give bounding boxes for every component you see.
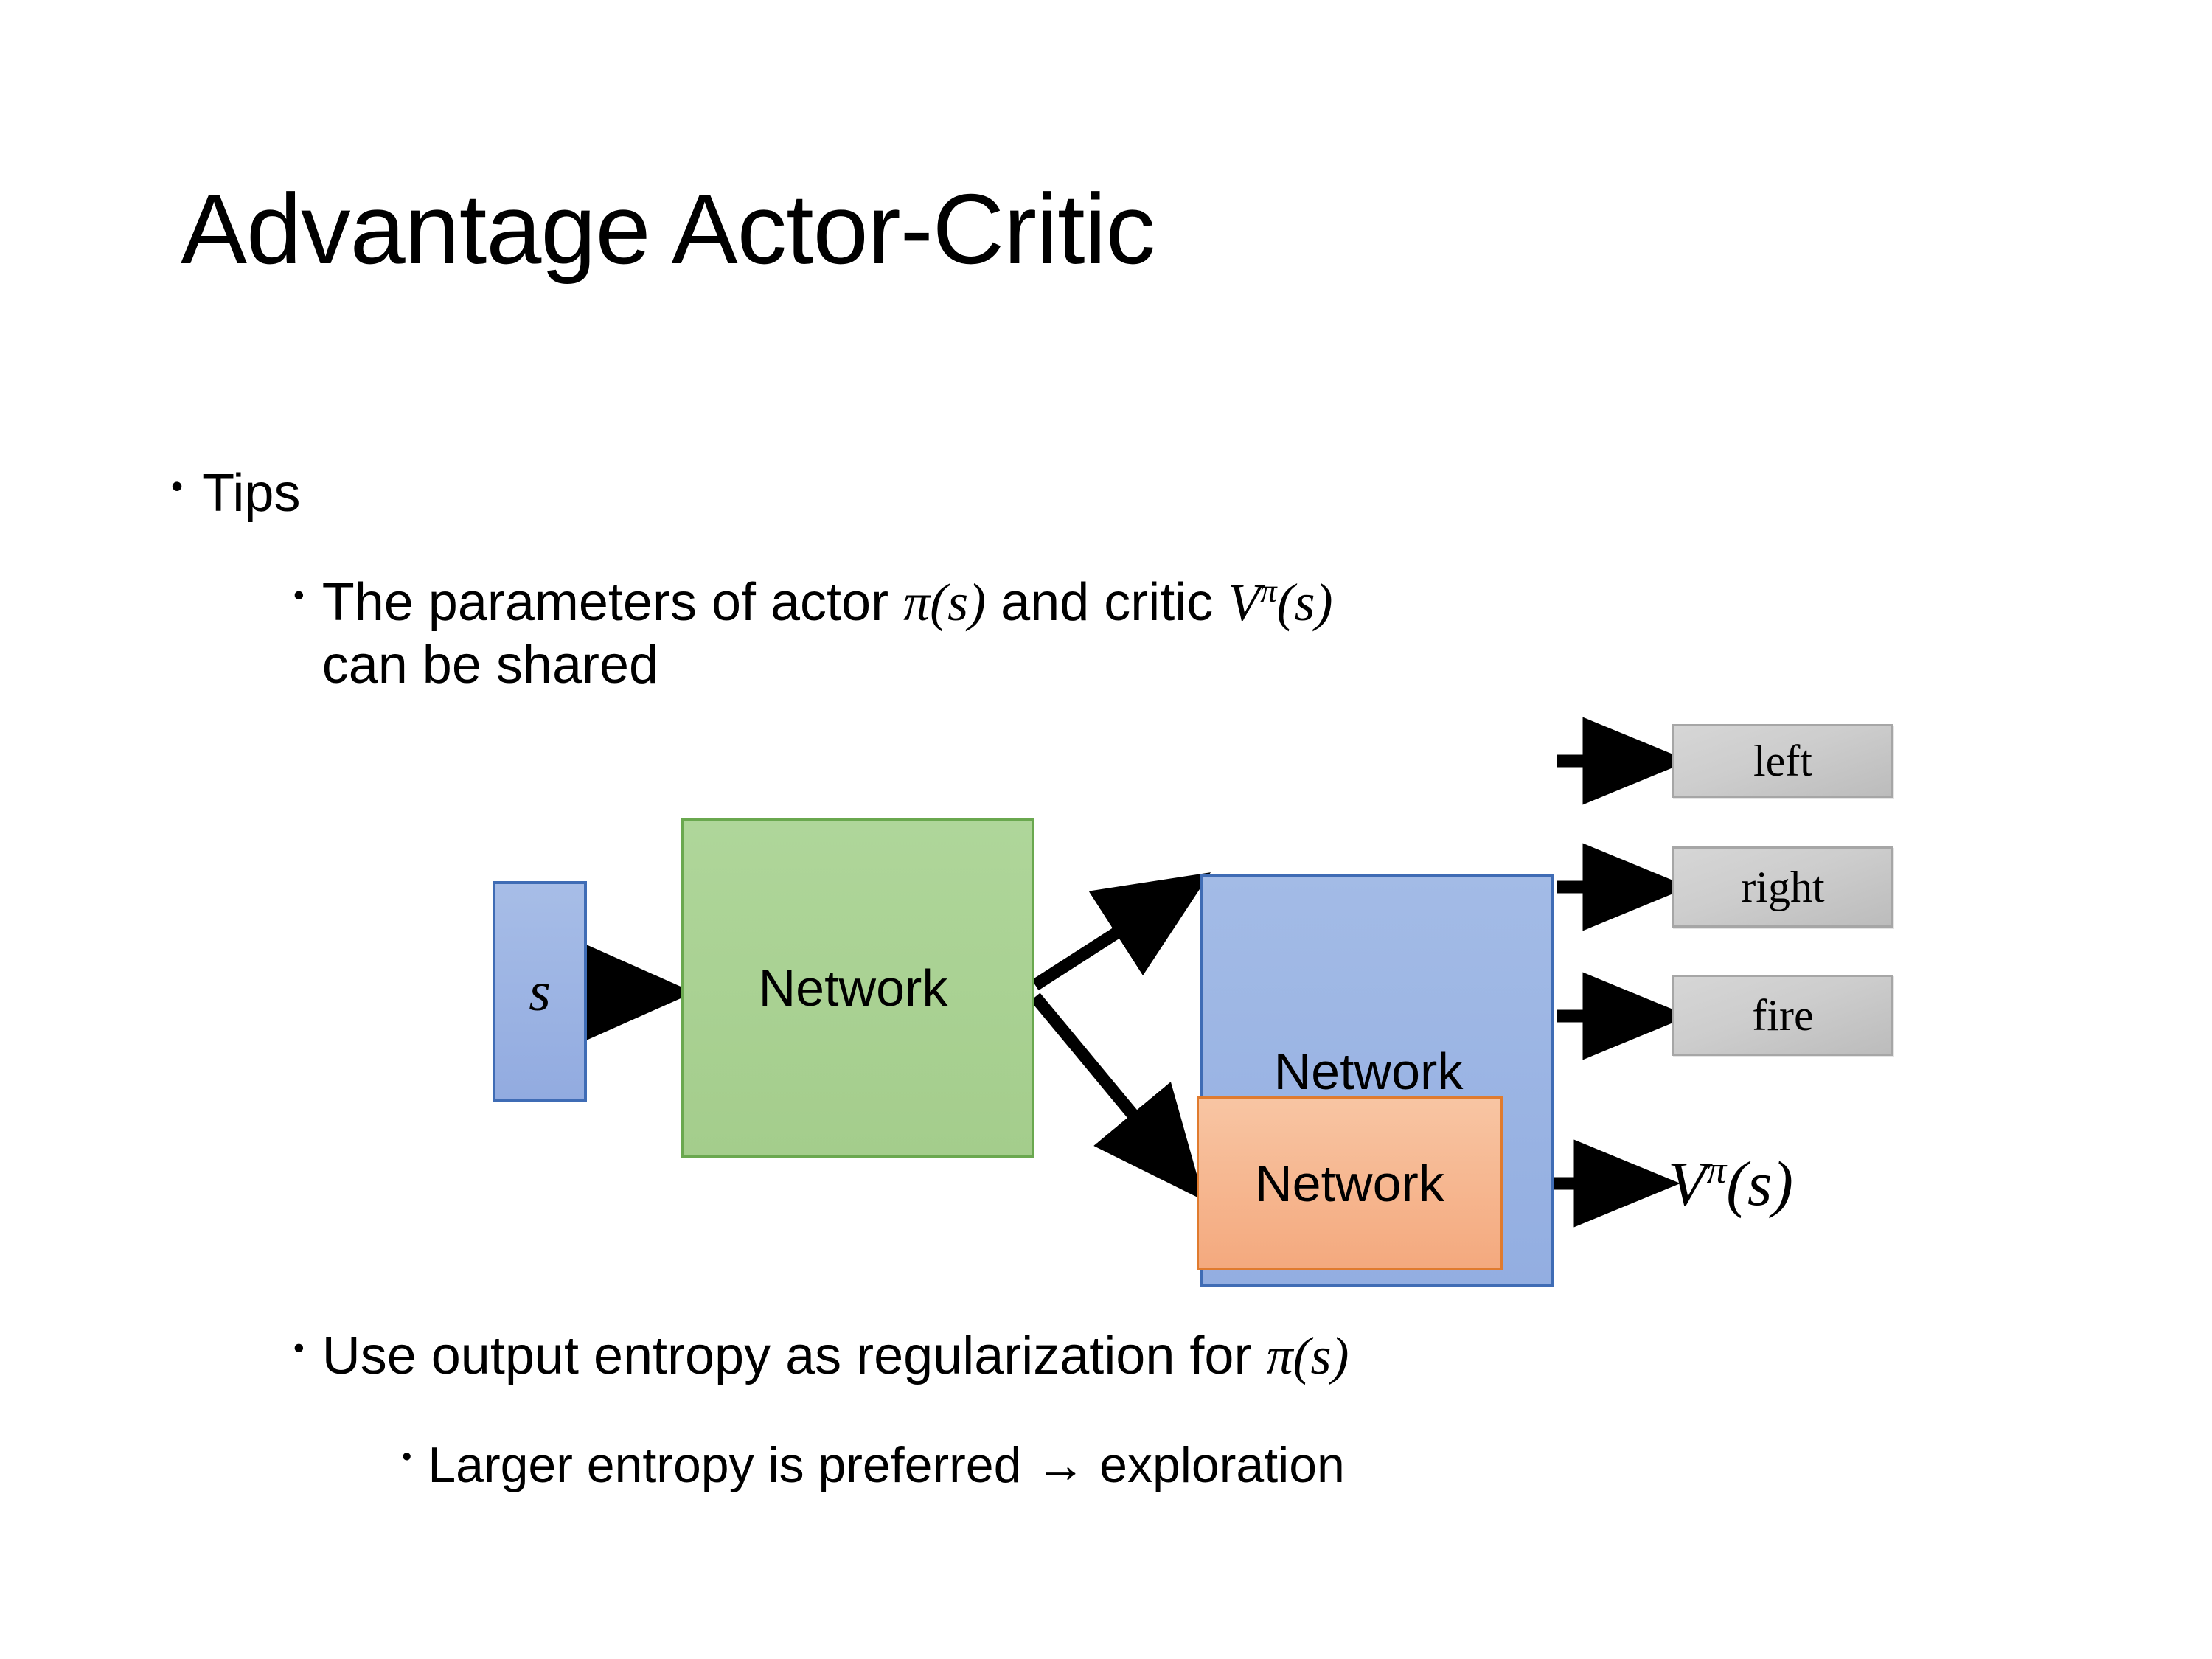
value-function-output-label: Vπ(s) [1668, 1147, 1793, 1220]
action-output-right: right [1672, 846, 1893, 928]
state-input-box: s [493, 881, 587, 1102]
bullet-larger-entropy-label: Larger entropy is preferred → exploratio… [428, 1437, 1345, 1493]
bullet-tips-label: Tips [202, 464, 301, 523]
math-v-pi-of-s: Vπ(s) [1228, 572, 1333, 632]
value-v-argument: (s) [1726, 1148, 1794, 1219]
action-output-fire-label: fire [1752, 990, 1814, 1040]
bullet-shared-parameters-text: The parameters of actor π(s) and critic … [322, 571, 1333, 697]
state-symbol-label: s [529, 960, 551, 1023]
math-v-base: V [1228, 573, 1261, 632]
shared-network-box: Network [681, 818, 1034, 1158]
bullet-marker-icon: • [293, 577, 305, 612]
math-pi-of-s: π(s) [903, 573, 987, 632]
bullet-marker-icon: • [171, 467, 184, 505]
page-title: Advantage Actor-Critic [181, 173, 1155, 285]
bullet-entropy-regularization: • Use output entropy as regularization f… [293, 1326, 1349, 1387]
actor-network-label: Network [1273, 1043, 1464, 1100]
action-output-left-label: left [1753, 736, 1812, 785]
params-text-after: can be shared [321, 635, 659, 695]
params-text-before: The parameters of actor [321, 573, 904, 632]
entropy-text-before: Use output entropy as regularization for [321, 1326, 1267, 1385]
action-output-right-label: right [1741, 862, 1825, 911]
math-v-argument: (s) [1276, 573, 1333, 632]
arrow-shared-to-critic [1030, 992, 1205, 1201]
bullet-tips: • Tips [171, 463, 300, 524]
value-v-base: V [1668, 1148, 1707, 1219]
bullet-entropy-text: Use output entropy as regularization for… [322, 1326, 1349, 1387]
value-v-superscript: π [1706, 1147, 1727, 1192]
critic-network-label: Network [1255, 1155, 1444, 1212]
math-v-superscript: π [1260, 572, 1277, 609]
action-output-left: left [1672, 724, 1893, 798]
params-text-middle: and critic [986, 573, 1228, 632]
math-pi-of-s: π(s) [1266, 1326, 1349, 1385]
shared-network-label: Network [758, 959, 948, 1017]
arrow-shared-to-actor [1032, 872, 1211, 991]
action-output-fire: fire [1672, 975, 1893, 1056]
bullet-larger-entropy: • Larger entropy is preferred → explorat… [402, 1436, 1345, 1494]
actor-network-box: Network [1200, 874, 1554, 1287]
critic-network-box: Network [1197, 1096, 1503, 1270]
bullet-marker-icon: • [293, 1330, 305, 1365]
bullet-shared-parameters: • The parameters of actor π(s) and criti… [293, 571, 1989, 697]
bullet-marker-icon: • [402, 1441, 412, 1472]
